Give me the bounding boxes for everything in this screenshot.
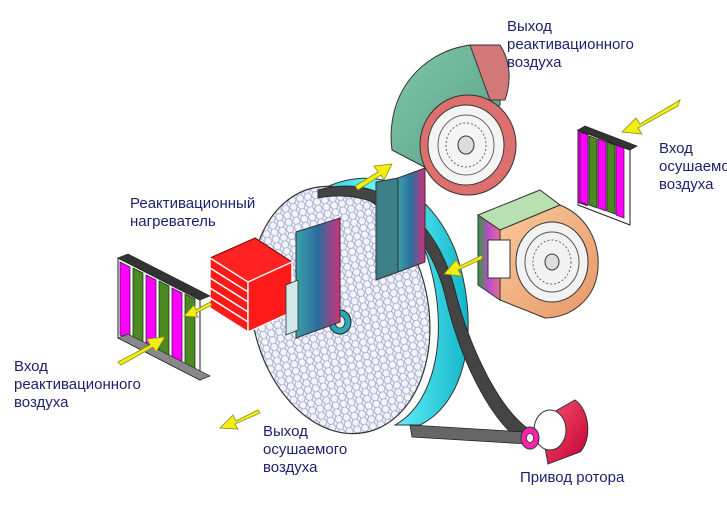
label-react-in: Вход реактивационного воздуха xyxy=(14,358,141,411)
arrow-heater-in xyxy=(183,301,213,318)
label-heater: Реактивационный нагреватель xyxy=(130,195,256,230)
arrow-process-fan-in xyxy=(443,254,483,277)
label-process-in: Вход осушаемого воздуха xyxy=(659,140,727,193)
rotor-drive-motor xyxy=(520,399,589,465)
label-exhaust-out: Выход реактивационного воздуха xyxy=(507,18,634,71)
arrow-process-in xyxy=(621,99,681,135)
label-drive: Привод ротора xyxy=(520,469,625,486)
reactivation-heater xyxy=(208,237,299,336)
process-fan xyxy=(476,189,599,319)
process-inlet-filter xyxy=(577,125,638,226)
arrow-dry-out xyxy=(219,409,261,430)
airflow-arrows xyxy=(117,99,681,430)
arrow-exhaust-out xyxy=(354,163,393,191)
reactivation-sector-ducts xyxy=(295,167,426,339)
reactivation-exhaust-fan xyxy=(390,44,517,196)
label-dry-out: Выход осушаемого воздуха xyxy=(263,423,348,476)
arrow-react-in xyxy=(117,336,166,366)
